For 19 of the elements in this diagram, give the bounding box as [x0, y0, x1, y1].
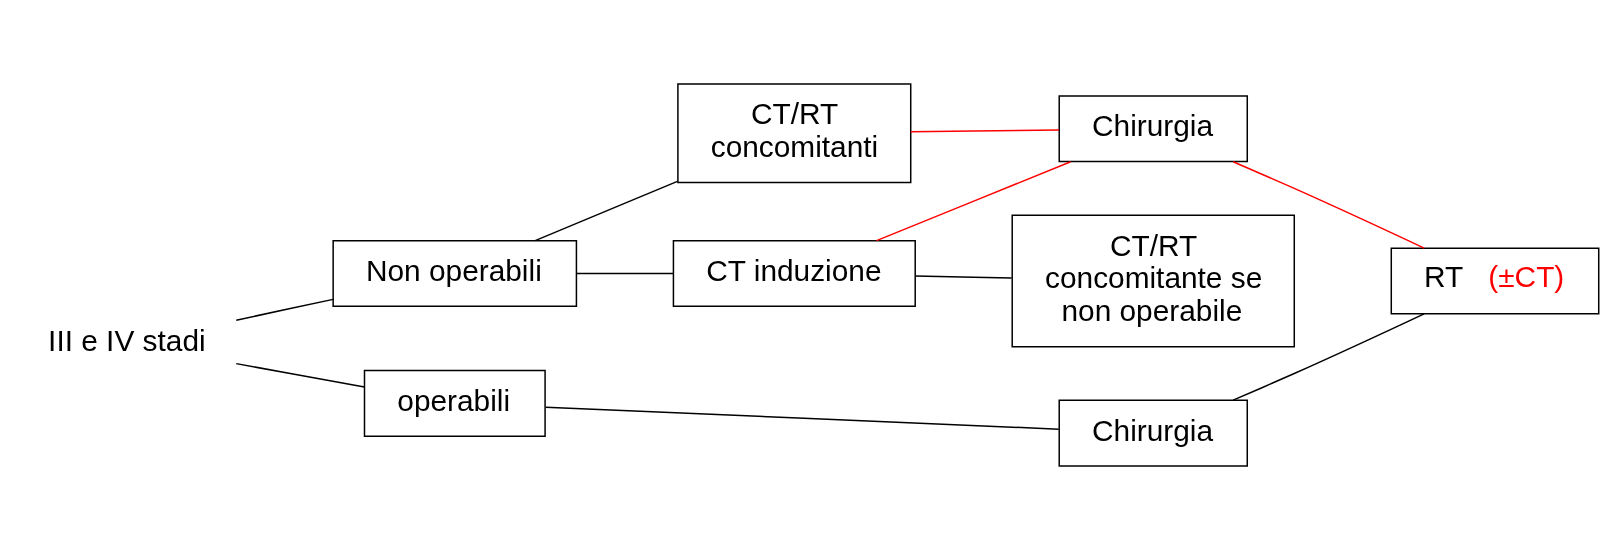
connector — [1232, 312, 1425, 401]
node-text: III e IV stadi — [48, 323, 206, 357]
node-box: Chirurgia — [1058, 399, 1248, 467]
connector — [875, 160, 1072, 241]
connector — [534, 180, 679, 241]
connector — [576, 272, 674, 274]
connector — [910, 128, 1060, 132]
node-box: CT/RT concomitanti — [677, 82, 912, 183]
node-box: Non operabili — [332, 239, 578, 307]
node-box: RT (±CT) — [1390, 246, 1600, 315]
connector — [1232, 160, 1425, 249]
connector — [545, 405, 1060, 430]
node-box: Chirurgia — [1058, 94, 1248, 162]
node-box: CT induzione — [672, 239, 916, 307]
node-box: CT/RT concomitante se non operabile — [1011, 214, 1296, 347]
connector — [914, 274, 1013, 279]
connector — [235, 298, 334, 321]
connector — [235, 362, 366, 388]
node-box: operabili — [363, 369, 546, 437]
